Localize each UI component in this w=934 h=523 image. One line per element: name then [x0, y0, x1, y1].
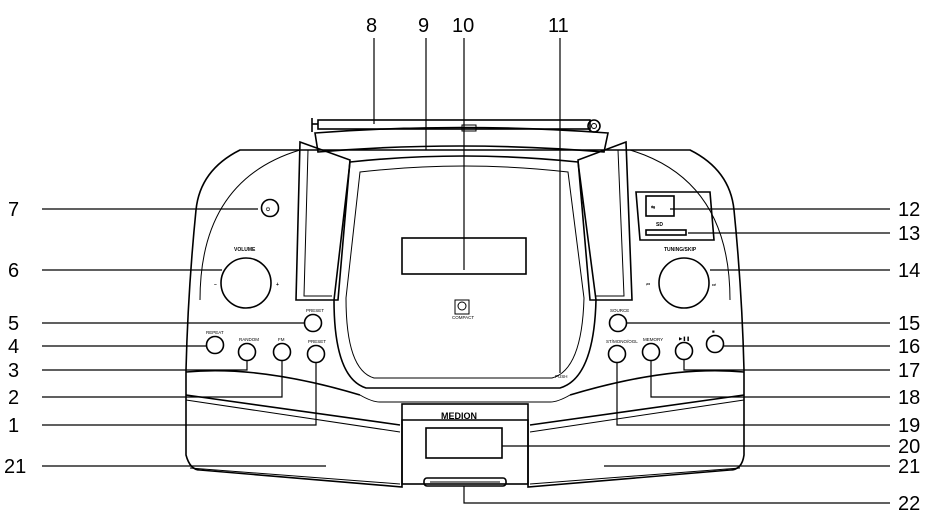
callout-7: 7 — [8, 199, 19, 221]
usb-icon: ⇋ — [651, 205, 656, 211]
push-label: PUSH — [555, 374, 568, 379]
brand-logo: MEDION — [441, 411, 477, 421]
random-button[interactable] — [237, 342, 257, 362]
memory-label: MEMORY — [643, 337, 663, 342]
callout-22: 22 — [898, 493, 920, 515]
play-pause-button[interactable] — [674, 341, 694, 361]
callout-4: 4 — [8, 336, 19, 358]
memory-button[interactable] — [641, 342, 661, 362]
callout-21-left: 21 — [4, 456, 26, 478]
callout-16: 16 — [898, 336, 920, 358]
repeat-button[interactable] — [205, 335, 225, 355]
volume-minus-label: – — [214, 282, 217, 288]
power-icon: ⏻ — [266, 207, 270, 213]
callout-9: 9 — [418, 15, 429, 37]
callout-numbers: 8 9 10 11 7 6 5 4 3 2 1 21 12 13 14 15 1… — [4, 15, 920, 515]
fm-label: FM — [278, 337, 285, 342]
callout-1: 1 — [8, 415, 19, 437]
preset-down-button[interactable] — [306, 344, 326, 364]
volume-label: VOLUME — [234, 247, 256, 253]
usb-port[interactable] — [645, 195, 675, 217]
volume-plus-label: + — [276, 282, 279, 288]
callout-2: 2 — [8, 387, 19, 409]
preset-down-label: PRESET — [308, 339, 326, 344]
sd-label: SD — [656, 222, 663, 228]
source-button[interactable] — [608, 313, 628, 333]
display-panel — [401, 403, 529, 485]
cd-logo: COMPACT — [452, 299, 474, 320]
callout-20: 20 — [898, 436, 920, 458]
callout-11: 11 — [548, 15, 569, 37]
usb-sd-panel: ⇋ SD — [635, 191, 715, 241]
play-pause-icon: ▶❚❚ — [679, 336, 690, 342]
callout-19: 19 — [898, 415, 920, 437]
repeat-label: REPEAT — [206, 330, 224, 335]
cd-lid — [333, 155, 597, 389]
cd-logo-text: COMPACT — [452, 315, 474, 320]
sd-slot[interactable] — [645, 229, 687, 236]
leader-lines — [42, 38, 890, 504]
callout-14: 14 — [898, 260, 920, 282]
callout-21-right: 21 — [898, 456, 920, 478]
tuning-knob[interactable] — [658, 257, 710, 309]
stop-button[interactable] — [705, 334, 725, 354]
preset-up-button[interactable] — [303, 313, 323, 333]
callout-5: 5 — [8, 313, 19, 335]
stop-icon: ■ — [712, 329, 715, 334]
callout-10: 10 — [452, 15, 474, 37]
skip-back-icon: ⏮ — [646, 282, 650, 287]
fm-button[interactable] — [272, 342, 292, 362]
callout-17: 17 — [898, 360, 920, 382]
callout-13: 13 — [898, 223, 920, 245]
source-label: SOURCE — [610, 308, 629, 313]
display-window — [425, 427, 503, 459]
callout-6: 6 — [8, 260, 19, 282]
volume-knob[interactable] — [220, 257, 272, 309]
callout-3: 3 — [8, 360, 19, 382]
callout-15: 15 — [898, 313, 920, 335]
power-button[interactable]: ⏻ — [260, 198, 280, 218]
standby-label: ST/MONO/OGL — [606, 339, 638, 344]
preset-up-label: PRESET — [306, 308, 324, 313]
device-outline: COMPACT MEDION — [185, 118, 745, 488]
callout-12: 12 — [898, 199, 920, 221]
random-label: RANDOM — [239, 337, 259, 342]
standby-mono-button[interactable] — [607, 344, 627, 364]
callout-18: 18 — [898, 387, 920, 409]
bottom-handle — [423, 477, 507, 487]
skip-forward-icon: ⏭ — [712, 282, 716, 287]
callout-8: 8 — [366, 15, 377, 37]
tuning-label: TUNING/SKIP — [664, 247, 697, 253]
